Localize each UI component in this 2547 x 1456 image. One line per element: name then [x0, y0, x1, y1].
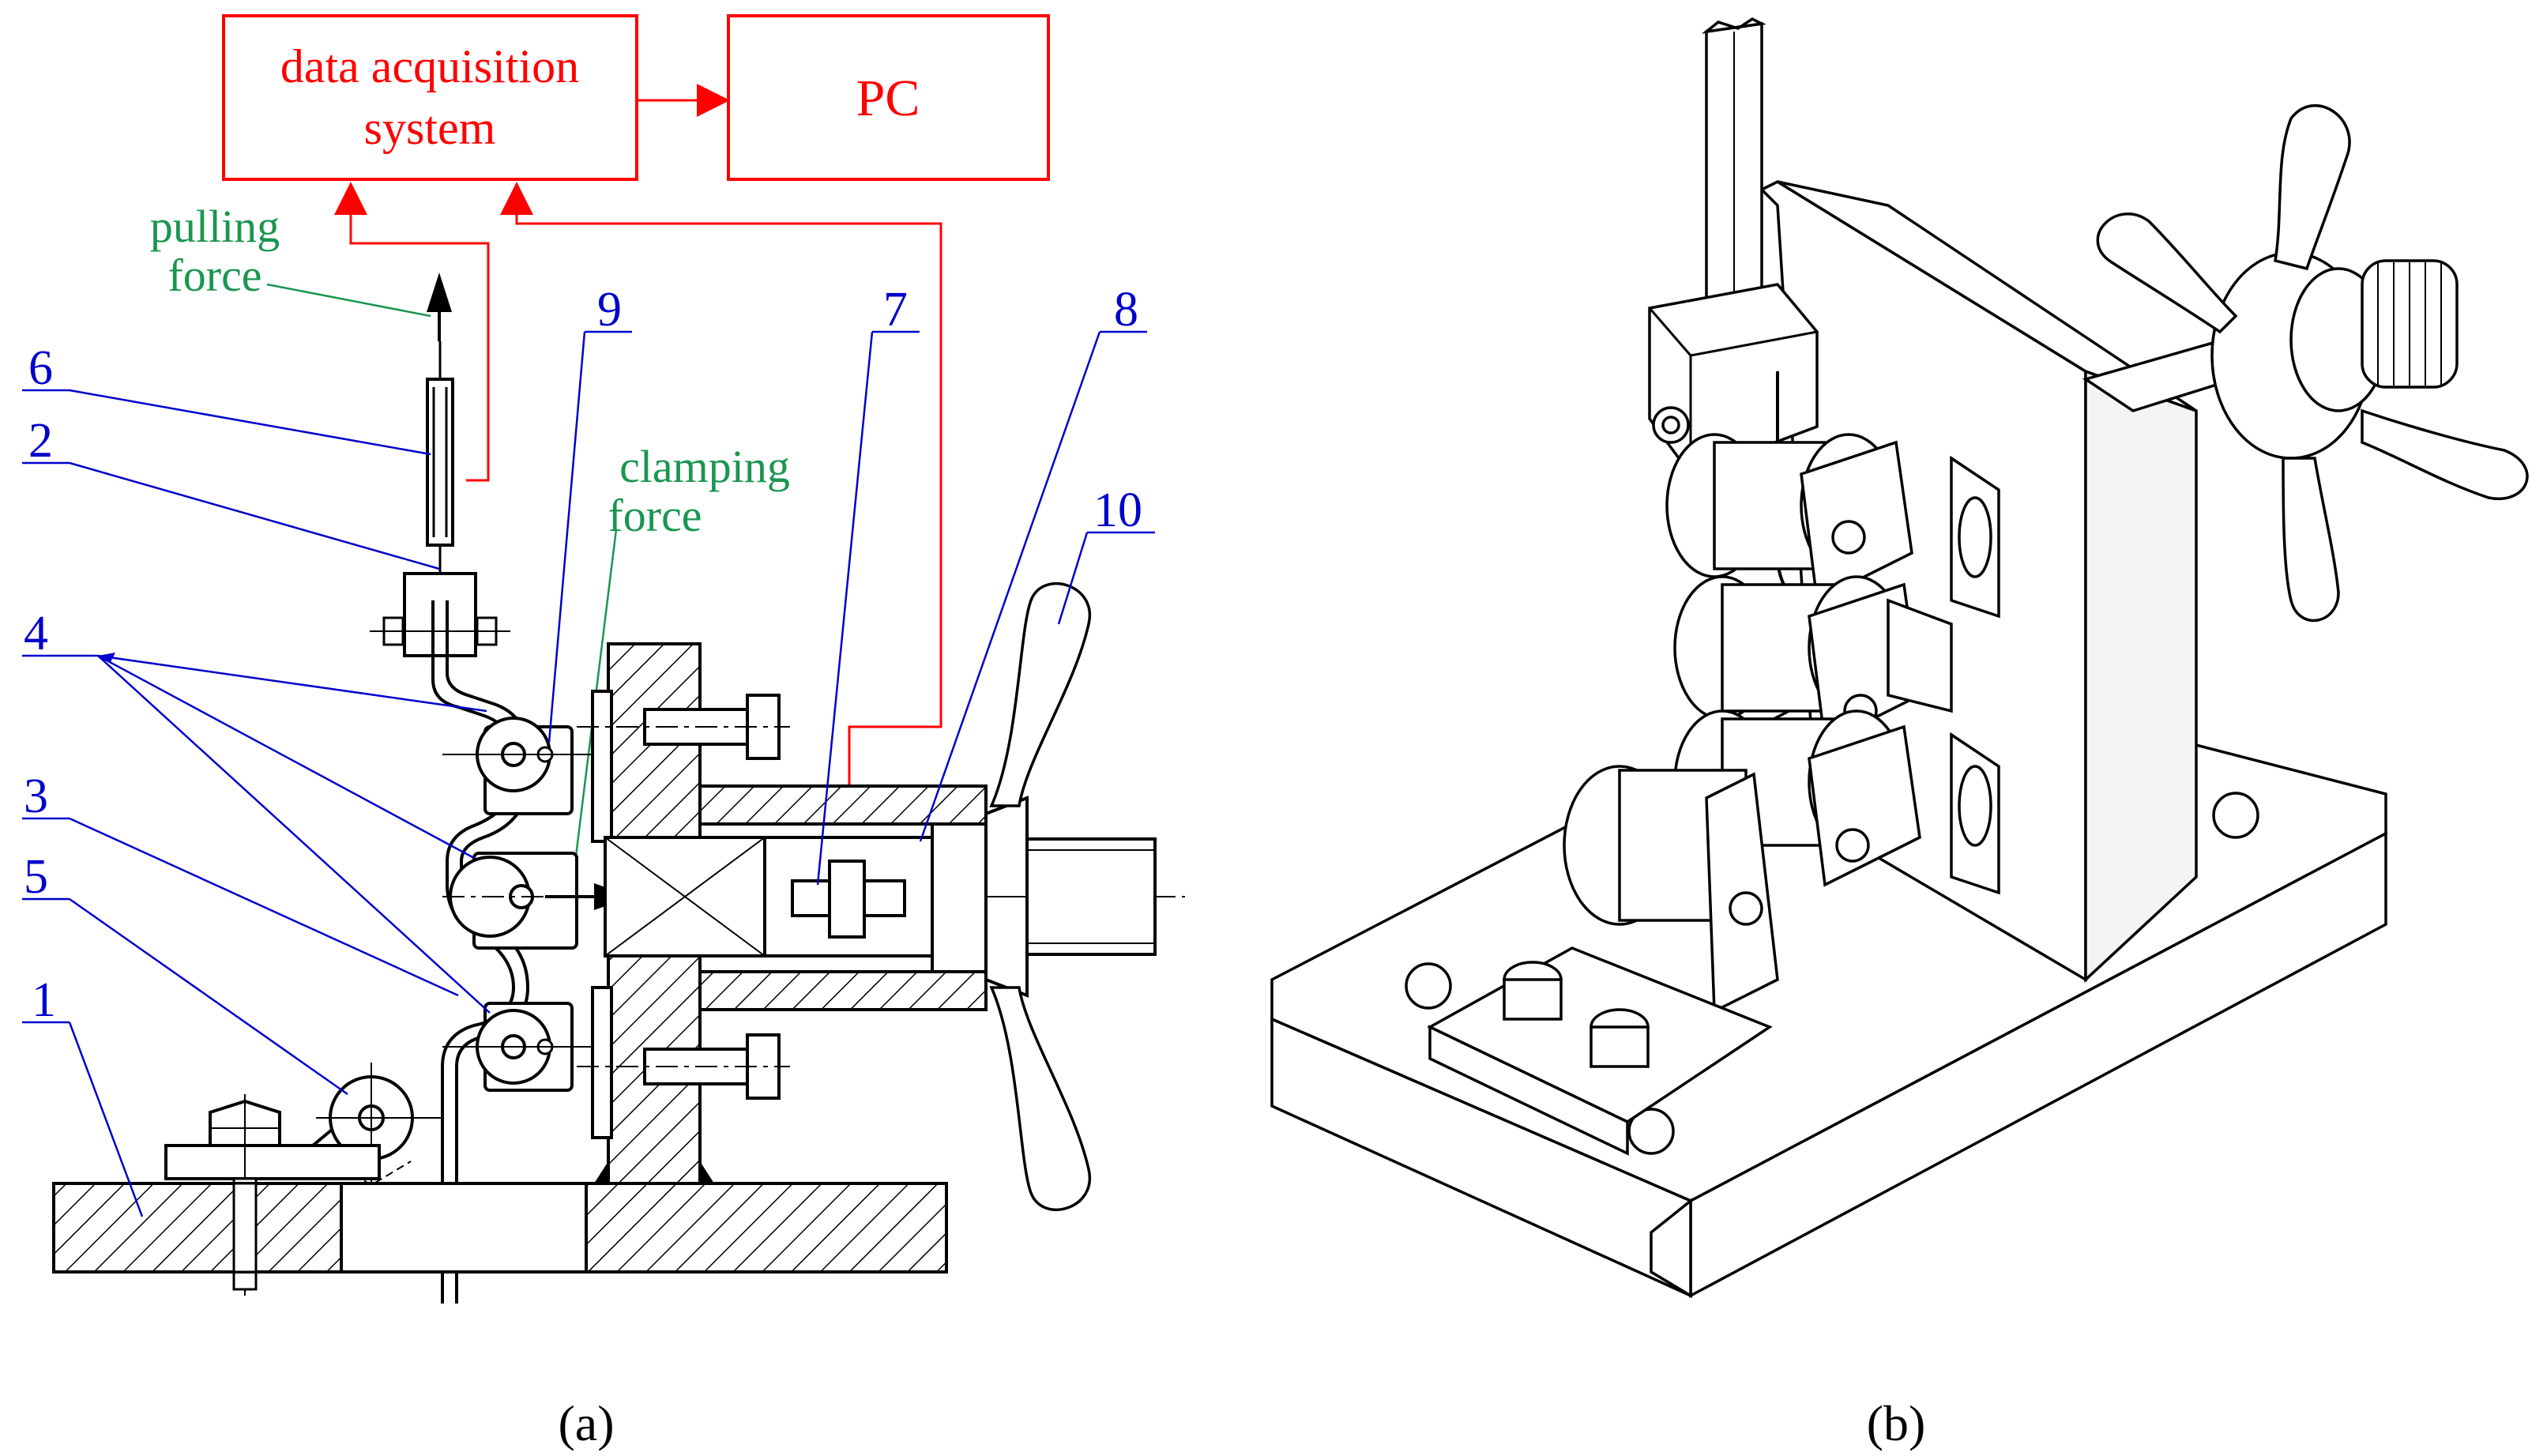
panel-a-schematic: data acquisition system PC pulling force… — [22, 14, 1185, 1451]
pulling-assembly — [370, 273, 510, 657]
label-2: 2 — [28, 414, 53, 468]
part-labels: 1 2 3 4 5 6 7 8 — [22, 283, 1155, 1217]
label-10: 10 — [1093, 483, 1142, 537]
label-7: 7 — [883, 283, 908, 337]
iso-wing-bottom — [2282, 457, 2340, 623]
label-6: 6 — [28, 341, 53, 395]
caption-b: (b) — [1867, 1395, 1926, 1451]
iso-roller-bottom — [1673, 709, 2000, 895]
iso-wing-left — [2096, 213, 2238, 334]
roller-top — [442, 717, 616, 815]
daq-label-line2: system — [364, 102, 496, 154]
label-4: 4 — [24, 607, 48, 660]
label-8: 8 — [1114, 283, 1138, 337]
pulling-force-label-line2: force — [167, 250, 261, 301]
iso-base-hole-2 — [1627, 1108, 1675, 1155]
iso-wing-right — [2361, 408, 2529, 501]
iso-clamp-plate — [1427, 946, 1773, 1156]
iso-roller-top — [1665, 433, 2000, 619]
base-plate-1 — [52, 1182, 948, 1274]
roller-bottom — [442, 1002, 616, 1092]
pc-label: PC — [856, 70, 920, 127]
grip-block — [403, 572, 477, 657]
pulling-force-leader — [266, 283, 431, 318]
panel-b-isometric: (b) — [1270, 17, 2529, 1451]
force-sensor-6 — [426, 378, 454, 547]
iso-wing-top — [2274, 103, 2351, 271]
pulling-signal-line — [334, 182, 490, 482]
iso-roller-5 — [1563, 765, 1779, 1014]
label-1: 1 — [32, 973, 56, 1027]
clamping-signal-line — [500, 182, 942, 885]
label-5: 5 — [24, 850, 48, 904]
iso-base-hole-3 — [2212, 792, 2259, 839]
block-diagram: data acquisition system PC — [222, 14, 1050, 885]
label-9: 9 — [597, 283, 622, 337]
caption-a: (a) — [558, 1395, 614, 1451]
threaded-shaft — [1025, 837, 1157, 956]
clamping-force-label-line1: clamping — [619, 441, 790, 492]
iso-base-hole-1 — [1405, 962, 1452, 1010]
pulling-force-label-line1: pulling — [150, 201, 280, 252]
daq-label-line1: data acquisition — [280, 40, 579, 92]
wing-handle-10 — [989, 582, 1092, 1211]
daq-box — [222, 14, 638, 181]
pulling-force-arrow — [427, 273, 452, 312]
label-3: 3 — [24, 769, 48, 823]
clamping-force-label-line2: force — [608, 490, 702, 541]
